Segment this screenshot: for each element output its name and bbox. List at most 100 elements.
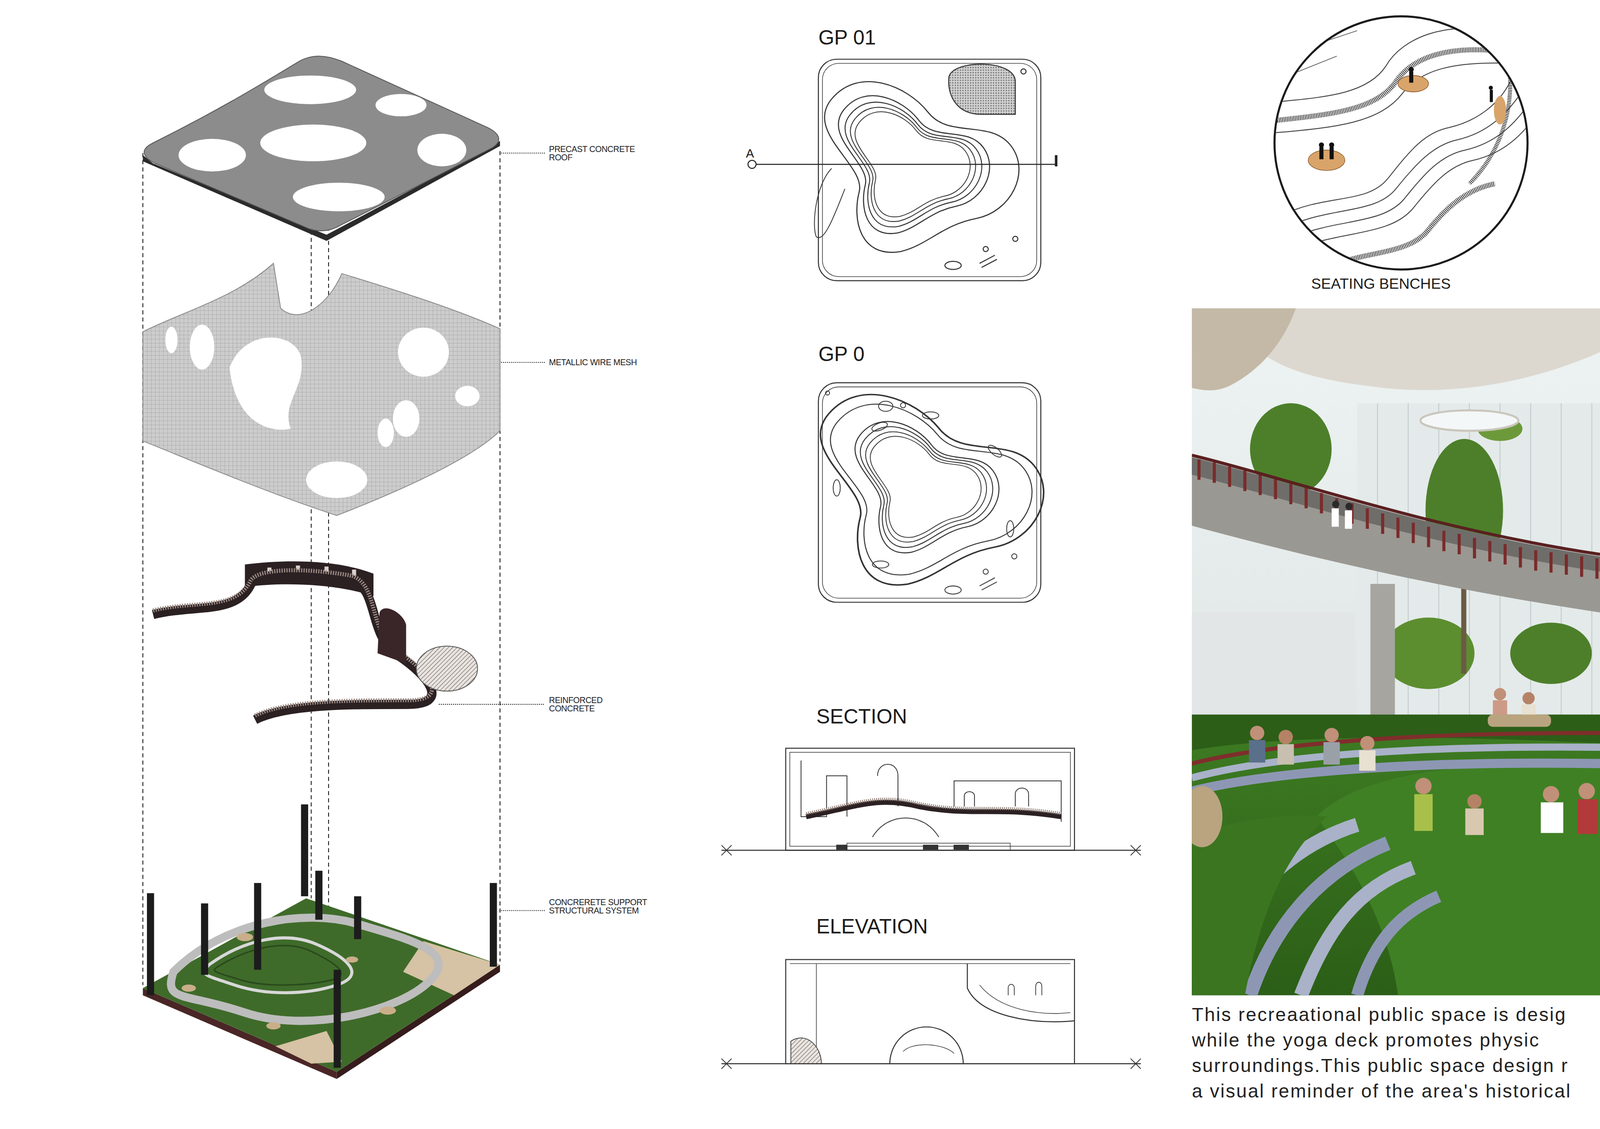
floor-plan bbox=[818, 382, 1044, 603]
floor-plan bbox=[983, 569, 989, 575]
section-drawing bbox=[954, 845, 969, 850]
base-slab bbox=[346, 956, 359, 963]
base-slab bbox=[333, 969, 341, 1068]
render-image bbox=[1332, 500, 1340, 508]
floor-plan bbox=[854, 421, 1000, 553]
detail-circle bbox=[1326, 183, 1495, 268]
detail-circle bbox=[1329, 146, 1334, 159]
render-image bbox=[1465, 808, 1484, 835]
render-image bbox=[1359, 735, 1375, 751]
description-text: while the yoga deck promotes physic bbox=[1191, 1029, 1540, 1050]
floor-plan bbox=[870, 436, 981, 538]
wire-mesh bbox=[165, 326, 178, 354]
elevation-drawing bbox=[979, 984, 1071, 1013]
render-image bbox=[1543, 785, 1560, 803]
render-image bbox=[1540, 802, 1563, 833]
render-image bbox=[1191, 714, 1600, 996]
render-image bbox=[1248, 739, 1265, 763]
section-drawing bbox=[964, 791, 975, 807]
floor-plan bbox=[818, 59, 1041, 281]
wire-mesh bbox=[142, 263, 500, 516]
render-image bbox=[1191, 308, 1297, 391]
wire-mesh bbox=[229, 337, 302, 430]
detail-circle bbox=[1328, 142, 1335, 148]
floor-plan bbox=[830, 404, 1032, 575]
render-image bbox=[1277, 744, 1294, 765]
render-image bbox=[1191, 732, 1600, 995]
base-slab bbox=[204, 937, 352, 993]
description-text: a visual reminder of the area's historic… bbox=[1191, 1080, 1572, 1101]
render-image bbox=[1331, 500, 1353, 529]
concrete-ramp bbox=[152, 569, 432, 716]
leader-line bbox=[438, 703, 545, 705]
render-image bbox=[1191, 308, 1600, 391]
render-image bbox=[1382, 617, 1475, 690]
wire-mesh bbox=[392, 399, 420, 437]
render-image bbox=[1415, 777, 1432, 794]
floor-plan bbox=[944, 261, 962, 270]
elevation-drawing bbox=[721, 1062, 1141, 1064]
roof-slab bbox=[264, 75, 356, 105]
base-slab bbox=[201, 903, 209, 975]
section-drawing bbox=[721, 845, 1141, 856]
section-cut-line bbox=[1054, 155, 1058, 167]
detail-circle bbox=[1319, 146, 1324, 159]
section-drawing bbox=[785, 747, 1075, 850]
render-image bbox=[1420, 410, 1518, 431]
render-image bbox=[1331, 508, 1339, 527]
floor-plan bbox=[1020, 69, 1026, 75]
floor-plan bbox=[814, 168, 846, 238]
detail-circle bbox=[1308, 150, 1345, 171]
render-image bbox=[1248, 688, 1598, 835]
floor-plan bbox=[820, 394, 1044, 585]
detail-circle bbox=[1408, 66, 1414, 72]
floor-plan bbox=[818, 382, 1041, 603]
floor-plan bbox=[944, 585, 962, 595]
leader-line bbox=[500, 152, 545, 154]
render-image bbox=[1199, 459, 1598, 579]
render-image bbox=[1510, 622, 1592, 684]
concrete-ramp bbox=[152, 561, 478, 720]
elevation-drawing bbox=[1008, 981, 1043, 995]
section-drawing bbox=[923, 845, 938, 850]
concrete-ramp bbox=[152, 574, 432, 720]
render-image bbox=[1278, 729, 1293, 745]
floor-plan bbox=[865, 431, 987, 543]
render-image bbox=[1191, 785, 1223, 848]
detail-circle bbox=[1287, 94, 1521, 227]
base-slab bbox=[315, 870, 323, 920]
section-drawing bbox=[836, 845, 848, 850]
base-slab bbox=[266, 1022, 281, 1030]
render-image bbox=[1414, 794, 1433, 831]
detail-circle bbox=[1318, 142, 1324, 148]
render-image bbox=[1345, 502, 1353, 510]
section-cut-line bbox=[756, 164, 1057, 165]
detail-circle bbox=[1308, 66, 1506, 171]
floor-plan bbox=[824, 81, 1019, 253]
callout-label: PRECAST CONCRETE ROOF bbox=[549, 145, 644, 162]
section-cut-line bbox=[747, 160, 757, 169]
section-drawing bbox=[847, 842, 1011, 850]
base-slab bbox=[379, 1006, 396, 1015]
detail-circle bbox=[1469, 30, 1511, 184]
base-slab bbox=[170, 917, 439, 1021]
floor-plan bbox=[922, 411, 939, 419]
section-drawing bbox=[721, 849, 1141, 851]
elevation-drawing bbox=[889, 1026, 964, 1064]
floor-plan bbox=[983, 246, 989, 252]
detail-circle bbox=[1283, 81, 1511, 215]
roof-slab bbox=[260, 124, 367, 162]
wire-mesh bbox=[398, 327, 450, 377]
section-drawing bbox=[806, 798, 1062, 814]
base-slab bbox=[214, 945, 342, 985]
elevation-drawing bbox=[785, 959, 1075, 1064]
leader-line bbox=[500, 361, 545, 363]
drawing-title: SECTION bbox=[816, 705, 908, 728]
render-image bbox=[1191, 457, 1600, 572]
roof-slab bbox=[142, 56, 500, 241]
detail-circle bbox=[1488, 85, 1493, 90]
render-image bbox=[1323, 741, 1340, 765]
base-slab bbox=[146, 892, 154, 995]
render-image bbox=[1191, 308, 1600, 995]
